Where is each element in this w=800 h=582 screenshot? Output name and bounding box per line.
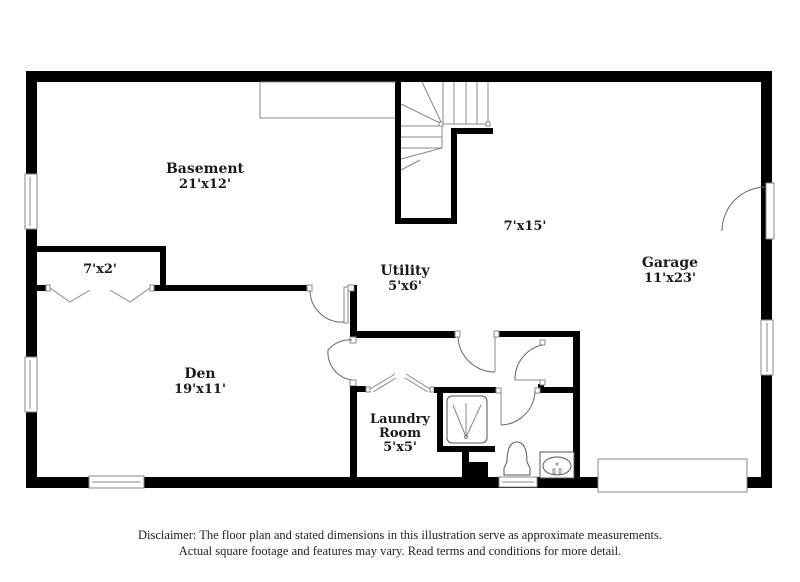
bathroom-door-top[interactable] bbox=[454, 330, 500, 373]
window-right-garage bbox=[760, 319, 774, 376]
room-dimensions: 11'x23' bbox=[644, 271, 696, 286]
toilet-fixture bbox=[498, 441, 538, 488]
laundry-bifold-doors[interactable] bbox=[365, 373, 435, 393]
den-door[interactable] bbox=[306, 284, 349, 324]
utility-wall-horizontal bbox=[350, 331, 456, 338]
exterior-walls bbox=[26, 71, 772, 488]
garage-side-door[interactable] bbox=[721, 182, 775, 240]
laundry-wall-left bbox=[350, 386, 357, 480]
room-label-hall: 7'x15' bbox=[480, 219, 570, 234]
den-utility-door[interactable] bbox=[327, 339, 357, 387]
garage-door[interactable] bbox=[597, 458, 748, 493]
closet-bifold-doors[interactable] bbox=[45, 284, 155, 303]
utility-wall-vertical bbox=[350, 285, 357, 337]
window-bottom-den bbox=[88, 475, 145, 489]
bathroom-walls bbox=[434, 331, 580, 480]
closet-walls bbox=[37, 246, 308, 291]
room-label-den: Den 19'x11' bbox=[150, 366, 250, 398]
shower-fixture bbox=[446, 395, 488, 444]
closet-door-bath[interactable] bbox=[514, 339, 546, 386]
room-label-utility: Utility 5'x6' bbox=[360, 263, 450, 295]
room-dimensions: 5'x5' bbox=[383, 440, 417, 455]
room-dimensions: 7'x2' bbox=[83, 262, 117, 277]
room-name: Garage bbox=[641, 255, 699, 271]
sink-fixture bbox=[539, 451, 575, 479]
window-left-upper bbox=[24, 173, 38, 230]
room-label-garage: Garage 11'x23' bbox=[620, 255, 720, 287]
room-dimensions: 5'x6' bbox=[388, 279, 422, 294]
room-dimensions: 7'x15' bbox=[503, 219, 547, 234]
bathroom-door-inner[interactable] bbox=[495, 387, 541, 426]
basement-ledge bbox=[259, 81, 397, 119]
room-name: Den bbox=[184, 366, 216, 382]
disclaimer-line-2: Actual square footage and features may v… bbox=[178, 544, 622, 558]
window-left-lower bbox=[24, 356, 38, 413]
disclaimer-line-1: Disclaimer: The floor plan and stated di… bbox=[138, 528, 662, 542]
stairs bbox=[395, 81, 493, 224]
room-label-laundry: Laundry Room 5'x5' bbox=[360, 413, 440, 455]
room-name: Utility bbox=[380, 263, 430, 279]
room-dimensions: 19'x11' bbox=[174, 382, 226, 397]
room-dimensions: 21'x12' bbox=[179, 177, 231, 192]
room-name: Basement bbox=[165, 161, 245, 177]
room-label-closet: 7'x2' bbox=[60, 262, 140, 277]
room-label-basement: Basement 21'x12' bbox=[150, 161, 260, 193]
disclaimer: Disclaimer: The floor plan and stated di… bbox=[0, 527, 800, 559]
room-name: Laundry Room bbox=[370, 412, 430, 441]
